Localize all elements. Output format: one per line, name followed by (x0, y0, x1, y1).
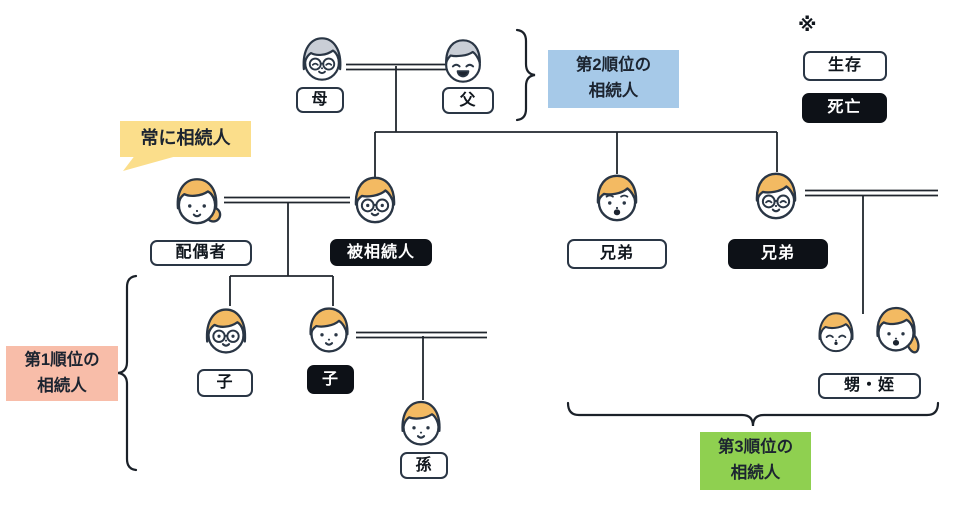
brother1-face-icon (588, 169, 646, 227)
brother1-tag: 兄弟 (567, 239, 667, 269)
mother-face-icon (295, 32, 349, 86)
child1-tag: 子 (197, 369, 253, 397)
father-face-icon (436, 34, 490, 88)
rank3-heir-label: 第3順位の 相続人 (700, 432, 811, 490)
grandchild-tag: 孫 (400, 452, 448, 479)
nephew-face-icon (811, 307, 861, 357)
decedent-tag: 被相続人 (330, 239, 432, 266)
rank2-heir-label: 第2順位の 相続人 (548, 50, 679, 108)
nephew-niece-tag: 甥・姪 (818, 373, 921, 399)
spouse-face-icon (168, 172, 226, 230)
brother2-tag: 兄弟 (728, 239, 828, 269)
brother2-face-icon (747, 167, 805, 225)
rank1-heir-label: 第1順位の 相続人 (6, 346, 118, 401)
always-heir-label: 常に相続人 (120, 121, 251, 157)
speech-bubble-tail-icon (123, 154, 184, 171)
niece-face-icon (868, 301, 924, 357)
legend-note-mark: ※ (798, 15, 817, 36)
father-tag: 父 (442, 87, 494, 114)
spouse-tag: 配偶者 (150, 240, 252, 266)
mother-tag: 母 (296, 87, 344, 113)
rank3-brace-icon (566, 401, 940, 427)
grandchild-face-icon (393, 395, 449, 451)
rank2-brace-icon (515, 28, 536, 122)
child2-face-icon (301, 302, 357, 358)
child2-tag: 子 (307, 365, 354, 394)
decedent-face-icon (346, 171, 404, 229)
legend-alive-tag: 生存 (803, 51, 887, 81)
child1-face-icon (198, 303, 254, 359)
rank1-brace-icon (117, 274, 138, 472)
legend-deceased-tag: 死亡 (802, 93, 887, 123)
